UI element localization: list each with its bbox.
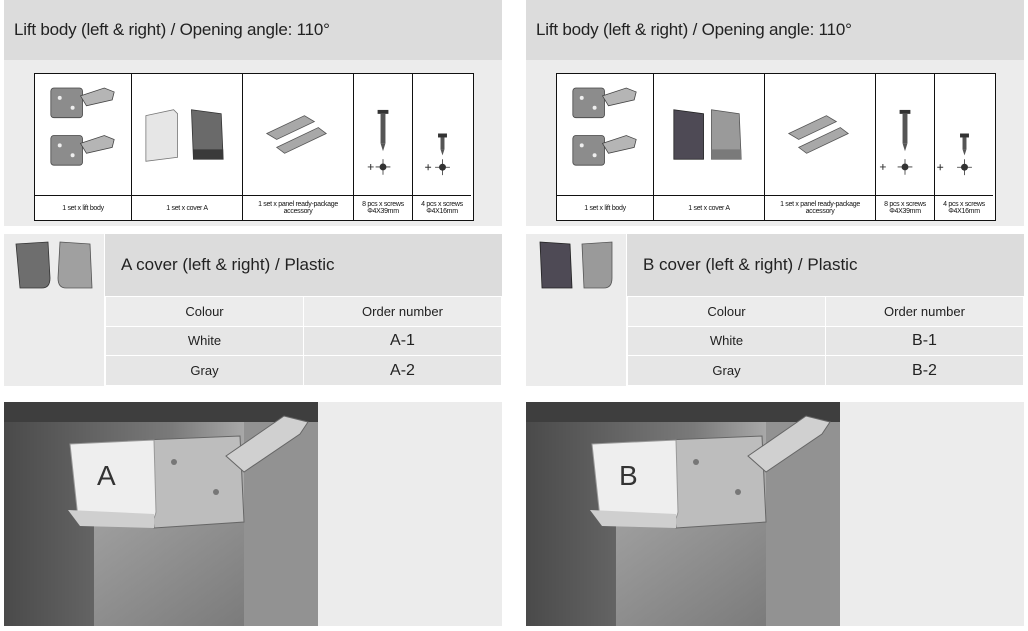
order-table: Colour Order number White B-1 Gray B-2 xyxy=(627,296,1024,386)
cell-colour: White xyxy=(627,325,826,357)
kit-caption: 8 pcs x screws Φ4X39mm xyxy=(876,195,934,220)
section-title: Lift body (left & right) / Opening angle… xyxy=(14,20,330,39)
column-header-order-number: Order number xyxy=(303,296,502,327)
kit-item-long-screws: 8 pcs x screws Φ4X39mm xyxy=(354,74,413,220)
lift-body-icon xyxy=(35,74,131,195)
kit-caption: 1 set x lift body xyxy=(557,195,653,220)
kit-caption: 4 pcs x screws Φ4X16mm xyxy=(935,195,993,220)
table-row: Gray A-2 xyxy=(105,355,502,386)
cover-pair-icon xyxy=(132,74,242,195)
cover-label: B xyxy=(619,460,638,491)
cover-title: B cover (left & right) / Plastic xyxy=(643,255,858,274)
kit-item-cover: 1 set x cover A xyxy=(654,74,765,220)
panel-b: Lift body (left & right) / Opening angle… xyxy=(526,0,1024,631)
kit-contents-table: 1 set x lift body 1 set x cover A xyxy=(34,73,474,221)
cover-title-bar: A cover (left & right) / Plastic xyxy=(105,234,502,296)
kit-item-short-screws: 4 pcs x screws Φ4X16mm xyxy=(935,74,993,220)
section-title-bar: Lift body (left & right) / Opening angle… xyxy=(526,0,1024,60)
kit-item-panel-accessory: 1 set x panel ready-package accessory xyxy=(765,74,876,220)
cover-title-bar: B cover (left & right) / Plastic xyxy=(627,234,1024,296)
table-row: White B-1 xyxy=(627,325,1024,357)
spec-side-block xyxy=(526,296,626,386)
kit-item-cover: 1 set x cover A xyxy=(132,74,243,220)
kit-caption: 1 set x panel ready-package accessory xyxy=(243,195,353,220)
spec-side-block xyxy=(4,296,104,386)
cell-colour: White xyxy=(105,325,304,357)
cover-header: B cover (left & right) / Plastic xyxy=(526,234,1024,296)
panel-accessory-icon xyxy=(765,74,875,195)
section-title-bar: Lift body (left & right) / Opening angle… xyxy=(4,0,502,60)
table-row: Gray B-2 xyxy=(627,355,1024,386)
kit-caption: 1 set x panel ready-package accessory xyxy=(765,195,875,220)
kit-item-lift-body: 1 set x lift body xyxy=(35,74,132,220)
installation-photo-panel: A xyxy=(4,402,502,626)
long-screw-icon xyxy=(876,74,934,195)
table-header-row: Colour Order number xyxy=(105,296,502,327)
kit-item-panel-accessory: 1 set x panel ready-package accessory xyxy=(243,74,354,220)
kit-item-lift-body: 1 set x lift body xyxy=(557,74,654,220)
cell-order-number: A-2 xyxy=(303,355,502,386)
cover-label: A xyxy=(97,460,116,491)
cover-title: A cover (left & right) / Plastic xyxy=(121,255,335,274)
installation-photo: A xyxy=(4,402,318,626)
kit-caption: 4 pcs x screws Φ4X16mm xyxy=(413,195,471,220)
table-row: White A-1 xyxy=(105,325,502,357)
kit-caption: 1 set x cover A xyxy=(654,195,764,220)
cell-colour: Gray xyxy=(627,355,826,386)
kit-contents-panel: 1 set x lift body 1 set x cover A xyxy=(4,60,502,226)
table-header-row: Colour Order number xyxy=(627,296,1024,327)
cell-order-number: B-1 xyxy=(825,325,1024,357)
section-title: Lift body (left & right) / Opening angle… xyxy=(536,20,852,39)
kit-caption: 1 set x cover A xyxy=(132,195,242,220)
order-table: Colour Order number White A-1 Gray A-2 xyxy=(105,296,502,386)
installation-photo: B xyxy=(526,402,840,626)
cell-colour: Gray xyxy=(105,355,304,386)
kit-item-long-screws: 8 pcs x screws Φ4X39mm xyxy=(876,74,935,220)
cover-pair-icon xyxy=(526,234,626,296)
kit-caption: 1 set x lift body xyxy=(35,195,131,220)
cell-order-number: B-2 xyxy=(825,355,1024,386)
kit-contents-table: 1 set x lift body 1 set x cover A xyxy=(556,73,996,221)
panel-accessory-icon xyxy=(243,74,353,195)
panel-a: Lift body (left & right) / Opening angle… xyxy=(4,0,502,631)
cell-order-number: A-1 xyxy=(303,325,502,357)
kit-contents-panel: 1 set x lift body 1 set x cover A xyxy=(526,60,1024,226)
cover-pair-icon xyxy=(4,234,104,296)
column-header-order-number: Order number xyxy=(825,296,1024,327)
lift-body-icon xyxy=(557,74,653,195)
kit-item-short-screws: 4 pcs x screws Φ4X16mm xyxy=(413,74,471,220)
column-header-colour: Colour xyxy=(627,296,826,327)
kit-caption: 8 pcs x screws Φ4X39mm xyxy=(354,195,412,220)
cover-pair-icon xyxy=(654,74,764,195)
column-header-colour: Colour xyxy=(105,296,304,327)
short-screw-icon xyxy=(935,74,993,195)
cover-header: A cover (left & right) / Plastic xyxy=(4,234,502,296)
installation-photo-panel: B xyxy=(526,402,1024,626)
short-screw-icon xyxy=(413,74,471,195)
long-screw-icon xyxy=(354,74,412,195)
